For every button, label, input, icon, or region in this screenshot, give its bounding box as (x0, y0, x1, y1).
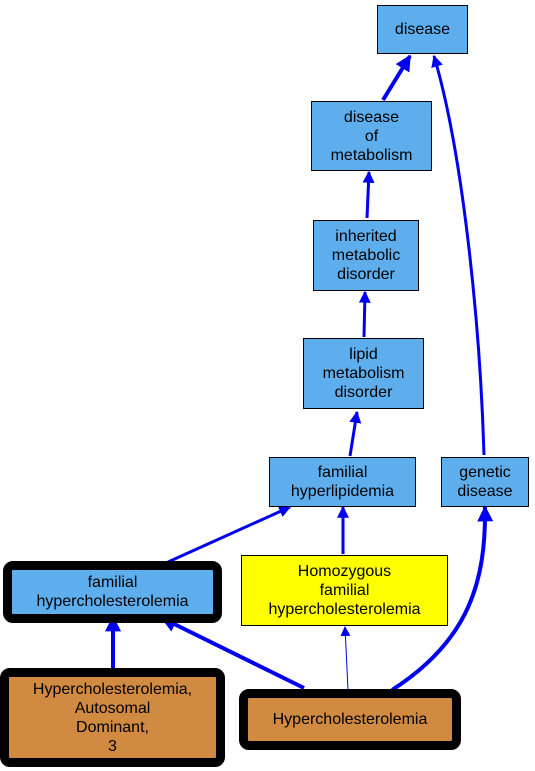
edge-metabolism-to-disease (381, 54, 412, 102)
edge-lipid-to-inherited (358, 290, 371, 338)
edge-genetic-to-disease (431, 54, 486, 456)
edge-hc-to-fh (160, 616, 305, 690)
node-lipid-metabolism-disorder[interactable]: lipid metabolism disorder (303, 338, 424, 409)
edge-fh-to-hyperlipidemia (167, 505, 292, 564)
node-homozygous-familial-hypercholesterolemia[interactable]: Homozygous familial hypercholesterolemia (241, 555, 448, 626)
node-hypercholesterolemia-autosomal-dominant-3[interactable]: Hypercholesterolemia, Autosomal Dominant… (0, 668, 225, 767)
edge-inherited-to-metabolism (362, 170, 375, 219)
node-disease[interactable]: disease (377, 5, 468, 54)
node-inherited-metabolic-disorder[interactable]: inherited metabolic disorder (313, 220, 419, 291)
edge-hc-to-homozygous (340, 626, 351, 691)
node-familial-hypercholesterolemia[interactable]: familial hypercholesterolemia (3, 561, 222, 623)
edge-hyperlipidemia-to-lipid (348, 410, 362, 457)
node-genetic-disease[interactable]: genetic disease (441, 457, 529, 507)
node-disease-of-metabolism[interactable]: disease of metabolism (311, 101, 432, 171)
node-hypercholesterolemia[interactable]: Hypercholesterolemia (239, 689, 461, 750)
edge-hc-to-genetic (390, 505, 494, 692)
node-familial-hyperlipidemia[interactable]: familial hyperlipidemia (269, 457, 416, 507)
